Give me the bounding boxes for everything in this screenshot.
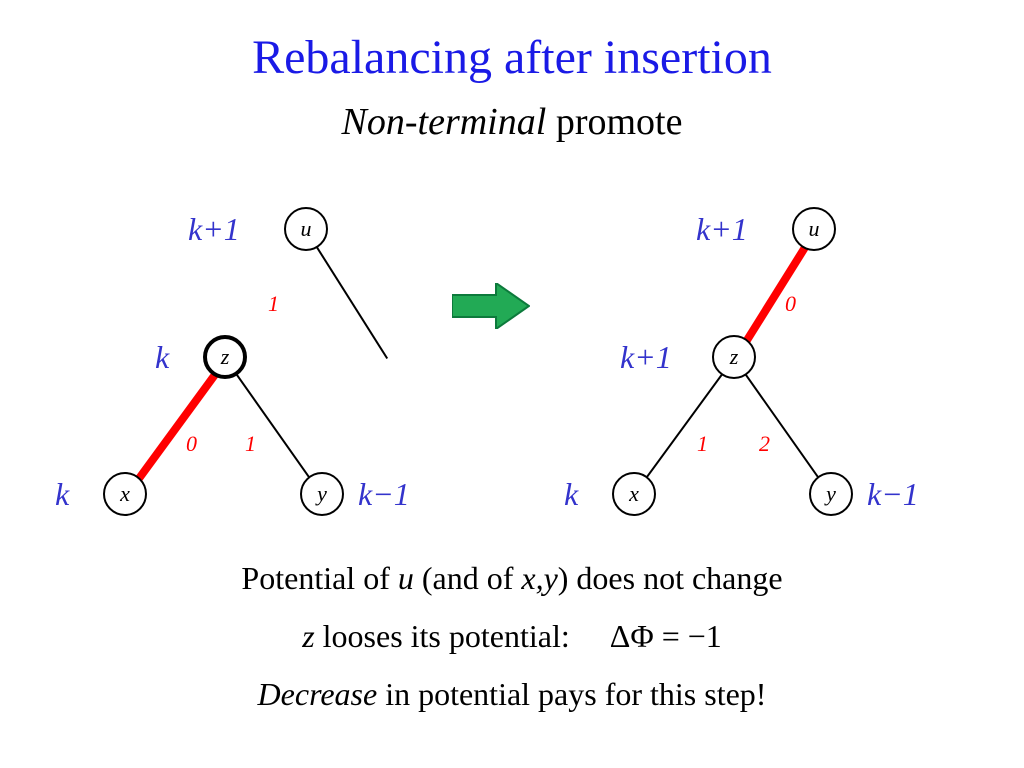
node-u-left[interactable]: u <box>284 207 328 251</box>
node-y-left[interactable]: y <box>300 472 344 516</box>
rank-label-y-left-text: k−1 <box>358 476 410 512</box>
node-z-right[interactable]: z <box>712 335 756 379</box>
page-title: Rebalancing after insertion <box>252 31 772 84</box>
node-y-right-label: y <box>826 481 836 506</box>
rank-label-z-left-text: k <box>155 339 170 375</box>
rank-label-y-left: k−1 <box>358 476 410 513</box>
node-z-left[interactable]: z <box>203 335 247 379</box>
caption-line1-part-d: x,y <box>521 560 558 596</box>
rank-label-x-right: k <box>564 476 578 513</box>
diff-label-zy-left-text: 1 <box>245 431 256 456</box>
node-z-right-label: z <box>729 344 739 369</box>
diff-label-zx-right: 1 <box>697 431 708 457</box>
edge-z-y-left <box>224 357 323 496</box>
diff-label-zx-left-text: 0 <box>186 431 197 456</box>
node-u-left-label: u <box>300 216 312 241</box>
rank-label-y-right: k−1 <box>867 476 919 513</box>
rank-label-z-left: k <box>155 339 169 376</box>
caption-line1-part-c: (and of <box>413 560 522 596</box>
node-x-left[interactable]: x <box>103 472 147 516</box>
node-x-right[interactable]: x <box>612 472 656 516</box>
diff-label-uz-right-text: 0 <box>785 291 796 316</box>
caption-line1-part-a: Potential of <box>241 560 398 596</box>
caption-line3-part-a: Decrease <box>257 676 378 712</box>
diff-label-uz-left-text: 1 <box>268 291 279 316</box>
caption-line2-part-c: ΔΦ = −1 <box>609 618 722 654</box>
caption-line-3: Decrease in potential pays for this step… <box>0 676 1024 713</box>
caption-line1-part-e: ) does not change <box>557 560 783 596</box>
caption-line2-part-a: z <box>302 618 315 654</box>
diff-label-zy-right-text: 2 <box>759 431 770 456</box>
rank-label-x-right-text: k <box>564 476 579 512</box>
diff-label-zy-right: 2 <box>759 431 770 457</box>
caption-line3-part-b: in potential pays for this step! <box>377 676 767 712</box>
rank-label-u-right-text: k+1 <box>696 211 748 247</box>
node-x-right-label: x <box>629 481 639 506</box>
node-z-left-label: z <box>220 344 230 369</box>
rank-label-u-right: k+1 <box>696 211 748 248</box>
rank-label-z-right-text: k+1 <box>620 339 672 375</box>
node-y-left-label: y <box>317 481 327 506</box>
diff-label-uz-left: 1 <box>268 291 279 317</box>
rank-label-x-left: k <box>55 476 69 513</box>
rank-label-u-left: k+1 <box>188 211 240 248</box>
right-arrow-icon <box>451 281 531 331</box>
caption-line-2: z looses its potential: ΔΦ = −1 <box>0 618 1024 655</box>
rank-label-y-right-text: k−1 <box>867 476 919 512</box>
caption-line1-part-b: u <box>397 560 414 596</box>
caption-line2-part-b: looses its potential: <box>314 618 570 654</box>
edge-z-x-right <box>633 357 735 496</box>
diff-label-zx-right-text: 1 <box>697 431 708 456</box>
subtitle-italic-part: Non-terminal <box>341 101 547 143</box>
diff-label-zy-left: 1 <box>245 431 256 457</box>
node-y-right[interactable]: y <box>809 472 853 516</box>
diff-label-uz-right: 0 <box>785 291 796 317</box>
subtitle-rest-part: promote <box>546 101 683 143</box>
node-u-right[interactable]: u <box>792 207 836 251</box>
caption-line-1: Potential of u (and of x,y) does not cha… <box>0 560 1024 597</box>
rank-label-x-left-text: k <box>55 476 70 512</box>
diff-label-zx-left: 0 <box>186 431 197 457</box>
node-u-right-label: u <box>808 216 820 241</box>
page-subtitle: Non-terminal promote <box>0 100 1024 144</box>
rank-label-u-left-text: k+1 <box>188 211 240 247</box>
edge-u-z-left <box>305 229 388 359</box>
edge-z-y-right <box>733 357 832 496</box>
node-x-left-label: x <box>120 481 130 506</box>
rank-label-z-right: k+1 <box>620 339 672 376</box>
